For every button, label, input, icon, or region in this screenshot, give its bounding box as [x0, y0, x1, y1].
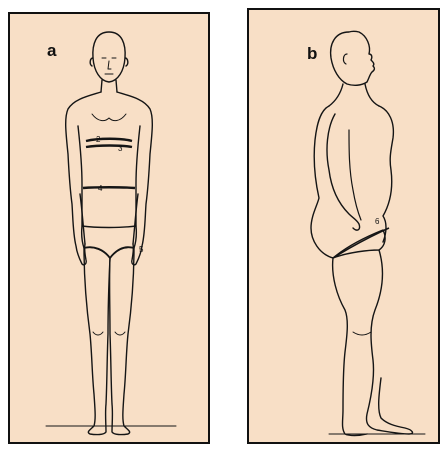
- front-underwear: [82, 226, 137, 258]
- marker-5: 5: [139, 245, 144, 254]
- side-front-torso: [379, 106, 393, 242]
- side-back-leg: [333, 258, 367, 436]
- measure-line-5: [84, 247, 134, 258]
- marker-6: 6: [375, 217, 380, 226]
- side-front-leg: [366, 250, 412, 434]
- measure-line-4: [83, 187, 135, 188]
- front-left-leg: [84, 248, 110, 435]
- marker-4: 4: [98, 184, 103, 193]
- side-view-panel: b 6: [247, 8, 440, 444]
- front-right-leg: [110, 248, 134, 435]
- side-body-figure: 6: [249, 10, 438, 442]
- side-head: [331, 31, 375, 85]
- marker-2: 2: [96, 135, 101, 144]
- side-arm: [327, 114, 360, 230]
- front-view-panel: a: [8, 12, 210, 444]
- marker-3: 3: [118, 144, 123, 153]
- measure-line-3: [86, 146, 132, 148]
- measure-line-2: [86, 139, 132, 141]
- front-body-figure: 2 3 4 5: [10, 14, 208, 442]
